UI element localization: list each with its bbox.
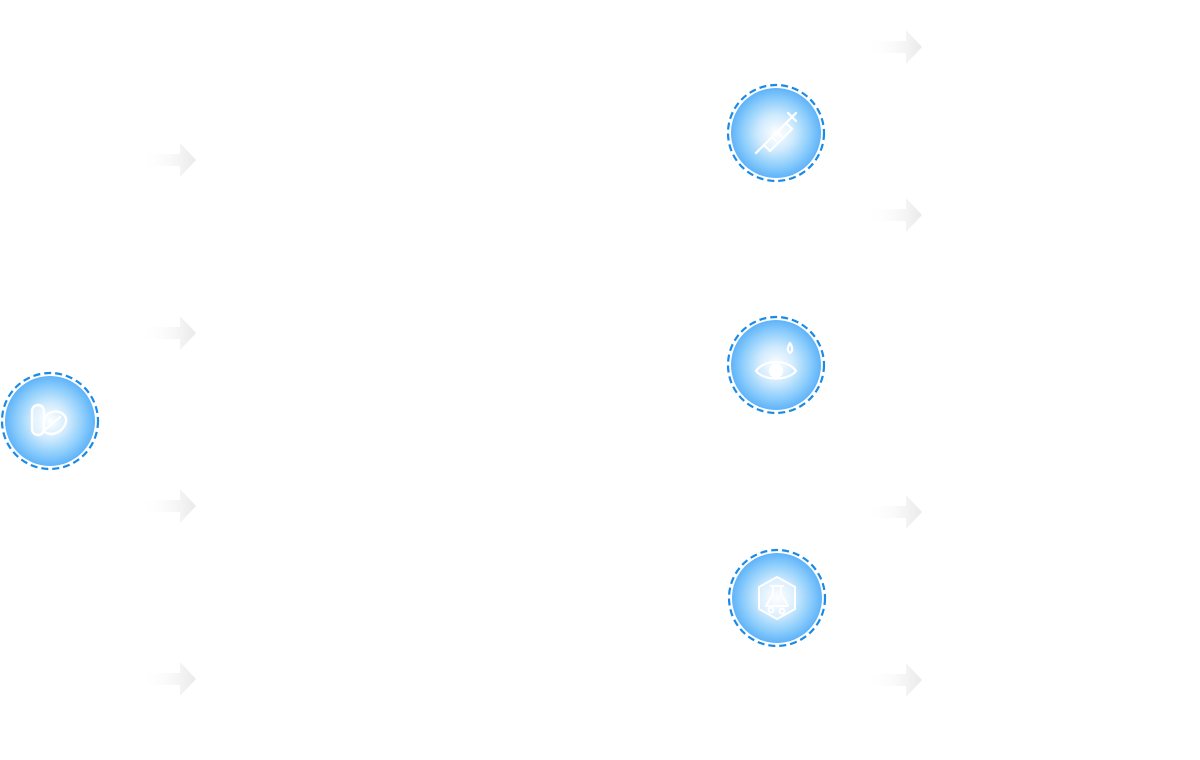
node-pill bbox=[0, 371, 100, 471]
eye-drop-icon bbox=[754, 341, 798, 380]
arrow-left-1 bbox=[140, 140, 200, 180]
node-syringe bbox=[726, 83, 826, 183]
arrow-right-2 bbox=[866, 195, 926, 235]
arrow-left-4 bbox=[140, 659, 200, 699]
arrow-right-4 bbox=[866, 660, 926, 700]
arrow-right-1 bbox=[866, 27, 926, 67]
arrow-left-2 bbox=[140, 313, 200, 353]
arrow-left-3 bbox=[140, 486, 200, 526]
node-lab bbox=[727, 548, 827, 648]
lab-flask-hexagon-icon bbox=[758, 576, 796, 620]
node-eye bbox=[726, 315, 826, 415]
pill-capsule-icon bbox=[30, 403, 68, 437]
syringe-icon bbox=[754, 111, 798, 155]
arrow-right-3 bbox=[866, 492, 926, 532]
